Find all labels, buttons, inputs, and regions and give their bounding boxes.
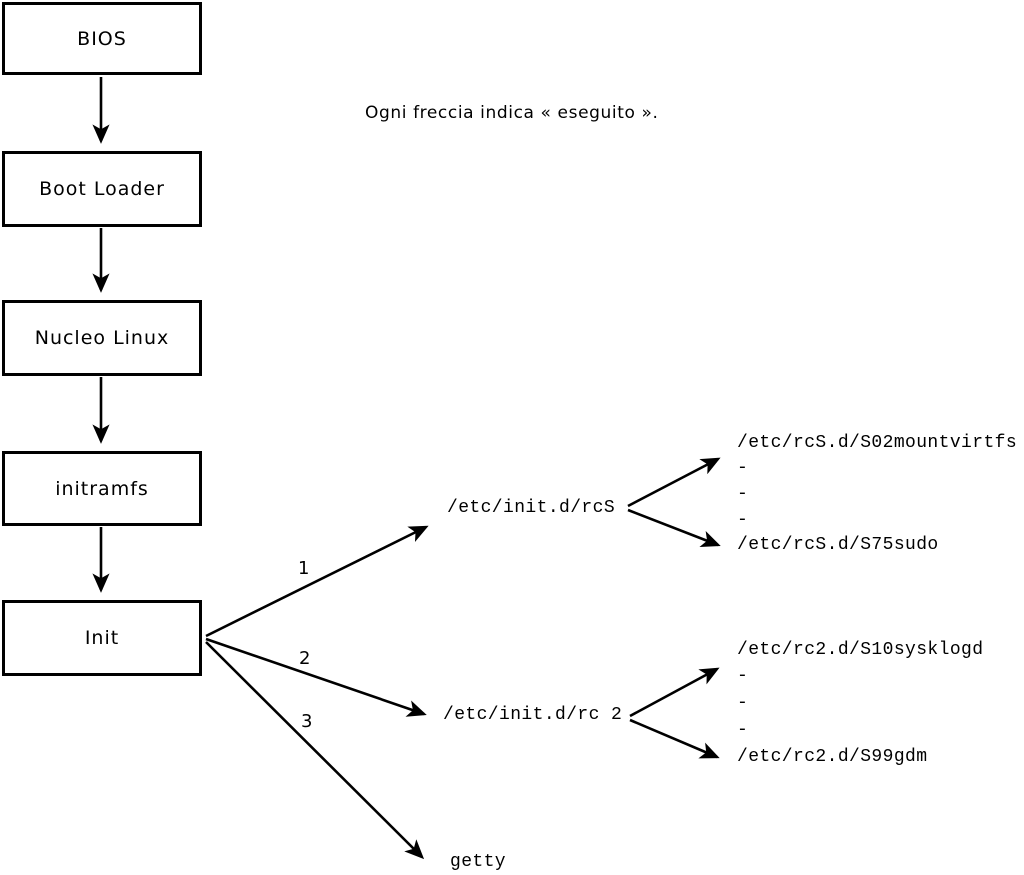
arrow-rc2-to-s10sysklogd	[629, 667, 720, 718]
arrow-label-3: 3	[301, 711, 313, 732]
flow-box-boot-loader-label: Boot Loader	[39, 178, 165, 200]
arrow-label-2: 2	[299, 648, 311, 669]
node-rc2-d-s99gdm: /etc/rc2.d/S99gdm	[737, 747, 928, 767]
node-rcs-d-s75sudo: /etc/rcS.d/S75sudo	[737, 535, 939, 555]
node-rc2-d-ellipsis-dash: -	[737, 720, 749, 740]
flow-box-init: Init	[2, 600, 202, 676]
node-rcs-d-ellipsis-dash: -	[737, 510, 749, 530]
flow-box-nucleo-linux-label: Nucleo Linux	[34, 327, 170, 349]
flow-box-bios-label: BIOS	[77, 27, 127, 50]
arrow-init-to-rcs	[205, 525, 429, 638]
node-rc2-d-s10sysklogd: /etc/rc2.d/S10sysklogd	[737, 640, 984, 660]
flow-box-nucleo-linux: Nucleo Linux	[2, 300, 202, 376]
flow-box-bios: BIOS	[2, 2, 202, 75]
flow-box-initramfs-label: initramfs	[55, 477, 149, 500]
arrow-label-1: 1	[298, 558, 310, 579]
node-rc2-d-ellipsis-dash: -	[737, 666, 749, 686]
flow-box-init-label: Init	[84, 627, 120, 649]
node-rcs-d-ellipsis-dash: -	[737, 484, 749, 504]
flow-box-boot-loader: Boot Loader	[2, 151, 202, 227]
arrow-rcs-to-s75sudo	[627, 508, 721, 547]
node-etc-init-d-rcs: /etc/init.d/rcS	[447, 498, 616, 518]
node-rcs-d-ellipsis-dash: -	[737, 458, 749, 478]
node-rcs-d-s02mountvirtfs: /etc/rcS.d/S02mountvirtfs	[737, 433, 1018, 453]
arrow-rc2-to-s99gdm	[629, 718, 720, 759]
node-rc2-d-ellipsis-dash: -	[737, 693, 749, 713]
arrow-init-to-getty	[205, 641, 425, 860]
node-etc-init-d-rc2: /etc/init.d/rc 2	[443, 705, 623, 725]
arrow-init-to-rc2	[205, 637, 427, 717]
node-getty: getty	[450, 852, 507, 872]
flow-box-initramfs: initramfs	[2, 451, 202, 526]
arrow-rcs-to-s02mountvirtfs	[627, 457, 721, 508]
diagram-caption: Ogni freccia indica « eseguito ».	[365, 103, 659, 123]
